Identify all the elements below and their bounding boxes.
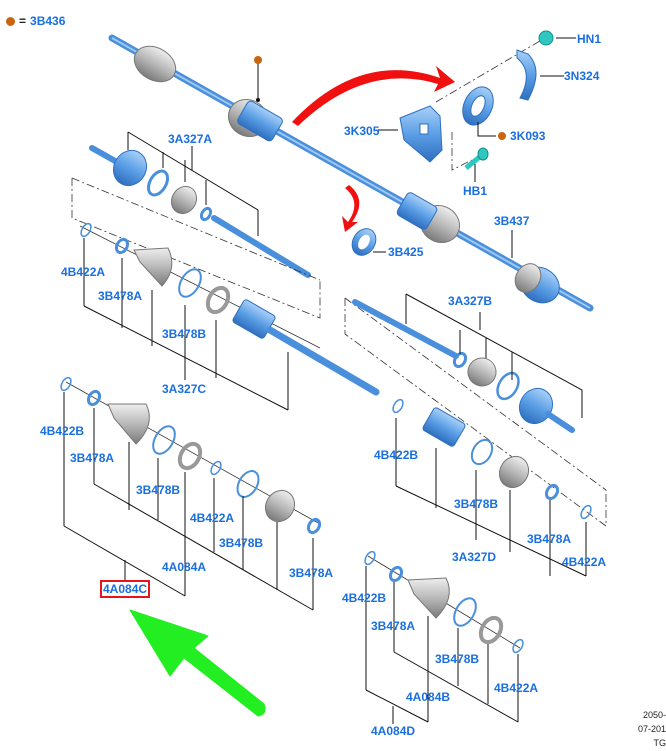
label-4b422a[interactable]: 4B422A [190,511,235,525]
label-hb1[interactable]: HB1 [463,184,488,198]
label-3b425[interactable]: 3B425 [388,245,424,259]
label-3b478b[interactable]: 3B478B [435,652,480,666]
red-arrow-small [342,185,360,232]
green-pointer-arrow[interactable] [129,609,266,717]
leader-lines-bottom-right [365,566,519,724]
label-3b478a[interactable]: 3B478A [70,451,115,465]
inner-joint-3a327c[interactable] [79,222,380,396]
dash-line-bracket [435,37,546,103]
leader-lines-top [373,37,576,258]
footer-ref-line1: 2050- [642,710,666,720]
label-4b422a[interactable]: 4B422A [61,265,106,279]
inner-joint-3a327a[interactable] [89,144,311,278]
dash-box-mid-right [344,297,607,527]
label-4a084a[interactable]: 4A084A [162,560,207,574]
bearing-3k093[interactable] [457,82,499,130]
footer-ref-line3: TG [653,738,666,748]
label-4a084c-highlighted[interactable]: 4A084C [99,580,151,598]
marker-dot-3k093 [498,132,506,140]
seal-3b425[interactable] [347,224,380,259]
label-3a327c[interactable]: 3A327C [162,382,207,396]
label-3k305[interactable]: 3K305 [344,124,380,138]
outer-joint-3a327b[interactable] [352,299,575,433]
footer-ref-line2: 07-201 [637,724,666,734]
bearing-bracket-3k305[interactable] [399,105,443,163]
label-3a327d[interactable]: 3A327D [452,550,497,564]
boot-kit-4a084c[interactable] [59,376,322,535]
clamp-3n324[interactable] [516,49,537,101]
orange-dot-icon [6,16,15,26]
label-3a327b[interactable]: 3A327B [448,294,493,308]
leader-lines-lower-left [63,392,314,611]
label-3b478a[interactable]: 3B478A [289,566,334,580]
label-3n324[interactable]: 3N324 [564,69,600,83]
main-driveshaft[interactable] [108,34,594,312]
label-4b422b[interactable]: 4B422B [342,591,387,605]
label-4b422b[interactable]: 4B422B [40,424,85,438]
leader-lines-mid-right [395,293,587,577]
label-3b478a[interactable]: 3B478A [527,532,572,546]
label-3b478b[interactable]: 3B478B [136,483,181,497]
label-3b478b[interactable]: 3B478B [219,536,264,550]
legend-equals: = [19,14,27,28]
label-hn1[interactable]: HN1 [577,32,602,46]
dash-line-bolt [451,132,473,171]
red-arrow-large [292,66,455,126]
label-3b478a[interactable]: 3B478A [371,619,416,633]
label-4a084d[interactable]: 4A084D [371,724,416,738]
label-4b422a[interactable]: 4B422A [494,681,539,695]
label-3b478a[interactable]: 3B478A [98,289,143,303]
inner-joint-3a327d[interactable] [391,398,593,520]
marker-3b436 [254,56,262,102]
label-3b478b[interactable]: 3B478B [454,497,499,511]
label-3b478b[interactable]: 3B478B [162,327,207,341]
leader-lines-upper-left [83,131,289,411]
dash-box-upper-left [71,177,321,319]
bolt-hb1[interactable] [464,147,489,170]
legend-part-number[interactable]: 3B436 [30,14,66,28]
nut-hn1[interactable] [538,30,554,46]
boot-kit-4a084d[interactable] [363,550,525,654]
legend: = 3B436 [6,14,65,28]
label-3b437[interactable]: 3B437 [494,214,530,228]
label-4b422b[interactable]: 4B422B [374,448,419,462]
label-3k093[interactable]: 3K093 [510,129,546,143]
label-3a327a[interactable]: 3A327A [168,132,213,146]
label-4a084b[interactable]: 4A084B [406,690,451,704]
label-4b422a[interactable]: 4B422A [562,555,607,569]
